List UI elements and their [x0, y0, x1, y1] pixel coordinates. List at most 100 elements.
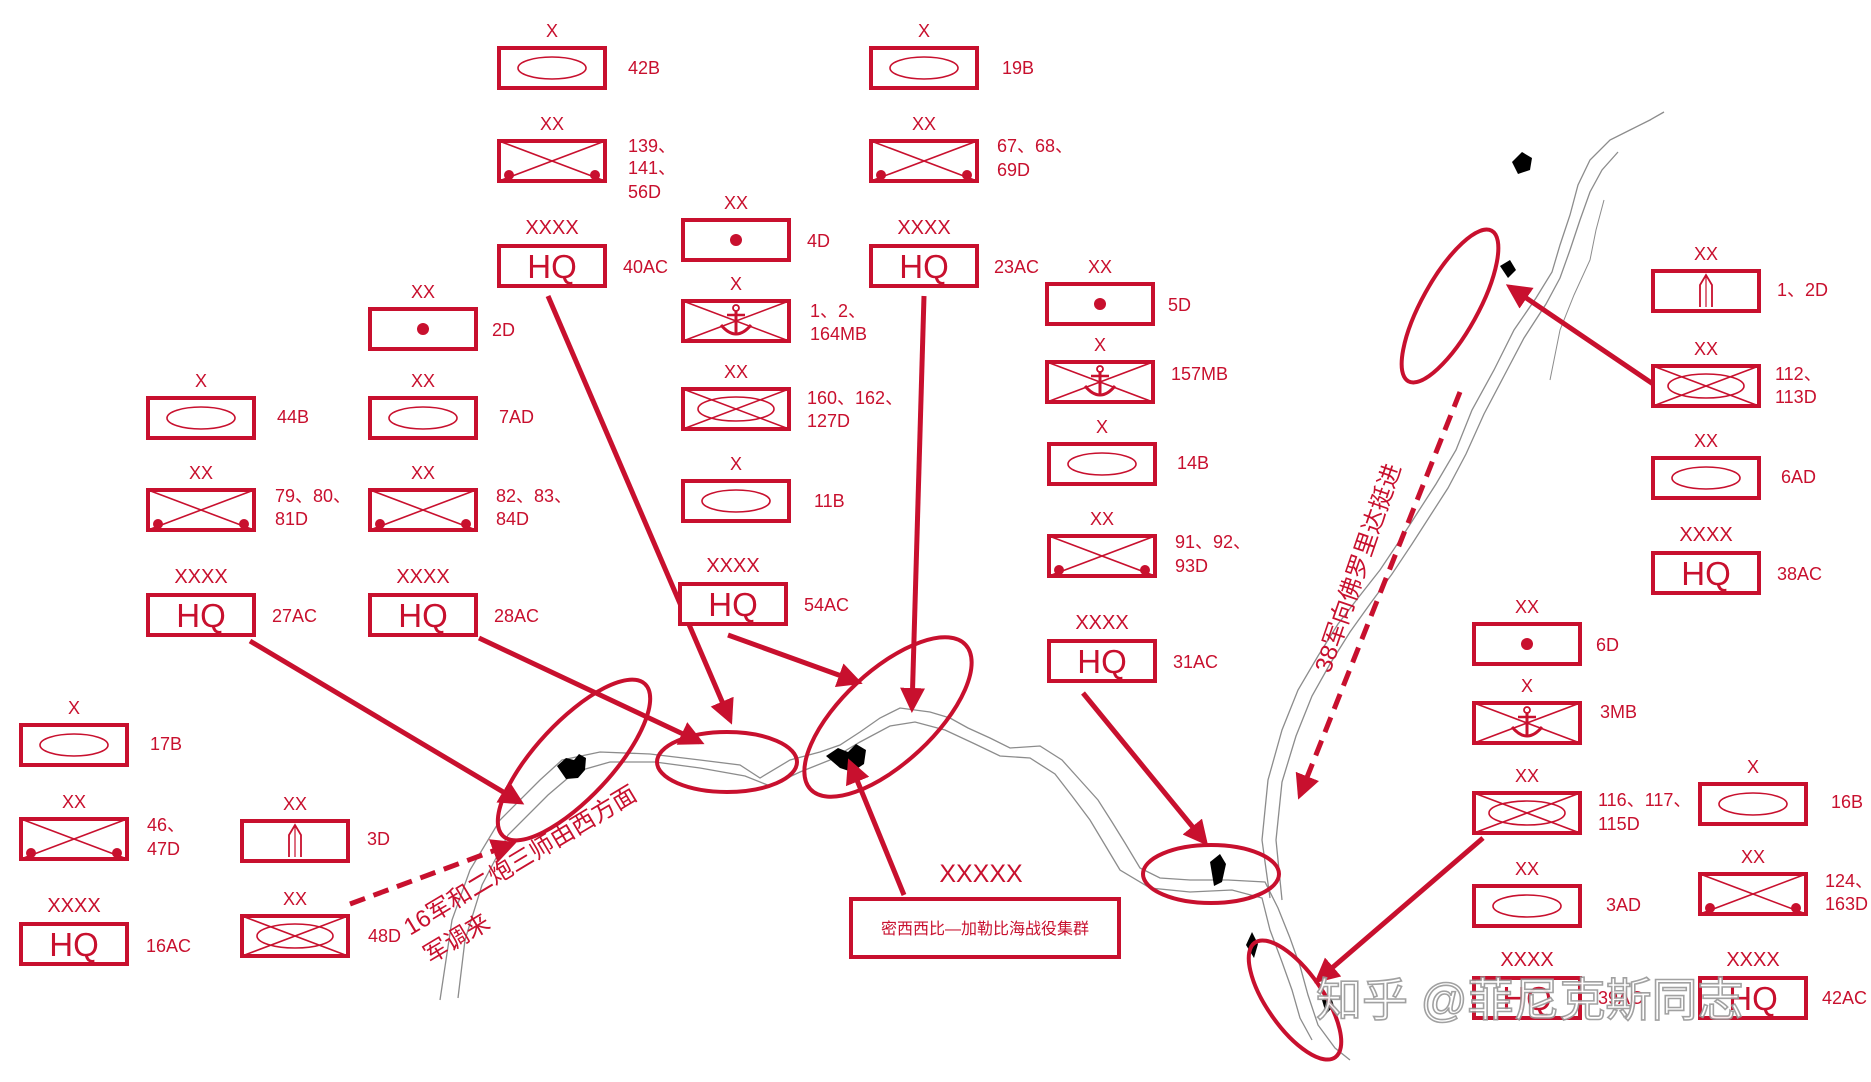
unit-label: 113D — [1775, 387, 1817, 407]
unit-label: 139、 — [628, 136, 676, 156]
unit-67d[interactable]: XX 67、68、 69D — [869, 114, 1073, 183]
echelon-label: XX — [189, 463, 213, 483]
unit-31ac[interactable]: XXXX HQ 31AC — [1047, 612, 1218, 683]
unit-label: 91、92、 — [1175, 532, 1251, 552]
echelon-label: X — [1747, 757, 1759, 777]
unit-42b[interactable]: X 42B — [497, 21, 660, 90]
annotation-west-line1: 16军和二炮三师由西方面 — [399, 781, 642, 942]
unit-42ac[interactable]: XXXX HQ 42AC — [1698, 949, 1867, 1020]
arrow-40ac — [545, 295, 734, 725]
arrow-27ac — [248, 638, 525, 805]
echelon-label: X — [730, 454, 742, 474]
unit-label: 44B — [277, 407, 309, 427]
unit-label: 46、 — [147, 815, 185, 835]
unit-4d[interactable]: XX 4D — [681, 193, 830, 262]
unit-160d[interactable]: XX 160、162、 127D — [681, 362, 903, 431]
echelon-label: XXXX — [1500, 949, 1553, 971]
unit-label: 39AC — [1598, 988, 1643, 1008]
unit-23ac[interactable]: XXXX HQ 23AC — [869, 217, 1039, 288]
arrow-west-dashed — [349, 839, 517, 907]
echelon-label: XXXX — [1726, 949, 1779, 971]
land-mass-north-2 — [1500, 260, 1516, 278]
unit-79d[interactable]: XX 79、80、 81D — [146, 463, 351, 532]
echelon-label: XX — [724, 362, 748, 382]
unit-16ac[interactable]: XXXX HQ 16AC — [19, 895, 191, 966]
unit-14b[interactable]: X 14B — [1047, 417, 1209, 486]
unit-1d[interactable]: XX 1、2D — [1651, 244, 1828, 313]
unit-116d[interactable]: XX 116、117、 115D — [1472, 766, 1691, 835]
land-mass-west — [557, 754, 586, 779]
echelon-label: X — [195, 371, 207, 391]
unit-6ad[interactable]: XX 6AD — [1651, 431, 1816, 500]
unit-label: 163D — [1825, 894, 1868, 914]
atlantic-coast-line-inner — [1275, 151, 1619, 901]
unit-label: 82、83、 — [496, 486, 572, 506]
unit-3d[interactable]: XX 3D — [240, 794, 390, 863]
unit-17b[interactable]: X 17B — [19, 698, 182, 767]
unit-16b[interactable]: X 16B — [1698, 757, 1863, 826]
unit-3mb[interactable]: X 3MB — [1472, 676, 1637, 745]
echelon-label: XX — [540, 114, 564, 134]
hq-label: HQ — [708, 586, 758, 623]
hq-label: HQ — [1077, 643, 1127, 680]
land-mass-north — [1512, 152, 1532, 174]
unit-19b[interactable]: X 19B — [869, 21, 1034, 90]
front-group-name: 密西西比—加勒比海战役集群 — [881, 920, 1089, 938]
unit-label: 16AC — [146, 936, 191, 956]
hq-label: HQ — [49, 926, 99, 963]
echelon-label: XX — [1515, 766, 1539, 786]
hq-label: HQ — [527, 248, 577, 285]
unit-label: 69D — [997, 160, 1030, 180]
unit-11b[interactable]: X 11B — [681, 454, 845, 523]
unit-label: 31AC — [1173, 652, 1218, 672]
unit-5d[interactable]: XX 5D — [1045, 257, 1191, 326]
unit-label: 6AD — [1781, 467, 1816, 487]
inland-river — [1549, 199, 1605, 381]
unit-label: 23AC — [994, 257, 1039, 277]
echelon-label: X — [1096, 417, 1108, 437]
unit-label: 19B — [1002, 58, 1034, 78]
echelon-label: XX — [912, 114, 936, 134]
arrow-112d — [1505, 284, 1658, 389]
unit-54ac[interactable]: XXXX HQ 54AC — [678, 555, 849, 626]
target-ellipse-florida — [1246, 938, 1344, 1062]
hq-label: HQ — [1681, 555, 1731, 592]
unit-139d[interactable]: XX 139、 141、 56D — [497, 114, 676, 202]
unit-label: 81D — [275, 509, 308, 529]
unit-157mb[interactable]: X 157MB — [1045, 335, 1228, 404]
unit-27ac[interactable]: XXXX HQ 27AC — [146, 566, 317, 637]
unit-label: 6D — [1596, 635, 1619, 655]
gulf-coast-line-inner — [457, 721, 1313, 1041]
unit-82d[interactable]: XX 82、83、 84D — [368, 463, 572, 532]
unit-28ac[interactable]: XXXX HQ 28AC — [368, 566, 539, 637]
unit-label: 42B — [628, 58, 660, 78]
unit-7ad[interactable]: XX 7AD — [368, 371, 534, 440]
echelon-label: XXXX — [706, 555, 759, 577]
unit-label: 27AC — [272, 606, 317, 626]
unit-48d[interactable]: XX 48D — [240, 889, 401, 958]
arrow-front-group — [846, 758, 907, 896]
echelon-label: XXXX — [525, 217, 578, 239]
unit-label: 84D — [496, 509, 529, 529]
unit-label: 3D — [367, 829, 390, 849]
arrow-31ac — [1081, 691, 1209, 846]
echelon-label: X — [1521, 676, 1533, 696]
unit-38ac[interactable]: XXXX HQ 38AC — [1651, 524, 1822, 595]
unit-39ac[interactable]: XXXX HQ 39AC — [1472, 949, 1643, 1020]
unit-46d[interactable]: XX 46、 47D — [19, 792, 185, 861]
unit-91d[interactable]: XX 91、92、 93D — [1047, 509, 1251, 578]
unit-label: 56D — [628, 182, 661, 202]
target-areas — [495, 227, 1501, 1062]
echelon-label: XX — [1694, 339, 1718, 359]
unit-124d[interactable]: XX 124、 163D — [1698, 847, 1871, 916]
unit-112d[interactable]: XX 112、 113D — [1651, 339, 1822, 408]
unit-6d[interactable]: XX 6D — [1472, 597, 1619, 666]
unit-label: 157MB — [1171, 364, 1228, 384]
unit-label: 28AC — [494, 606, 539, 626]
unit-3ad[interactable]: XX 3AD — [1472, 859, 1641, 928]
unit-164mb[interactable]: X 1、2、 164MB — [681, 274, 867, 344]
unit-2d[interactable]: XX 2D — [368, 282, 515, 351]
unit-40ac[interactable]: XXXX HQ 40AC — [497, 217, 668, 288]
echelon-label: XX — [1694, 431, 1718, 451]
unit-44b[interactable]: X 44B — [146, 371, 309, 440]
